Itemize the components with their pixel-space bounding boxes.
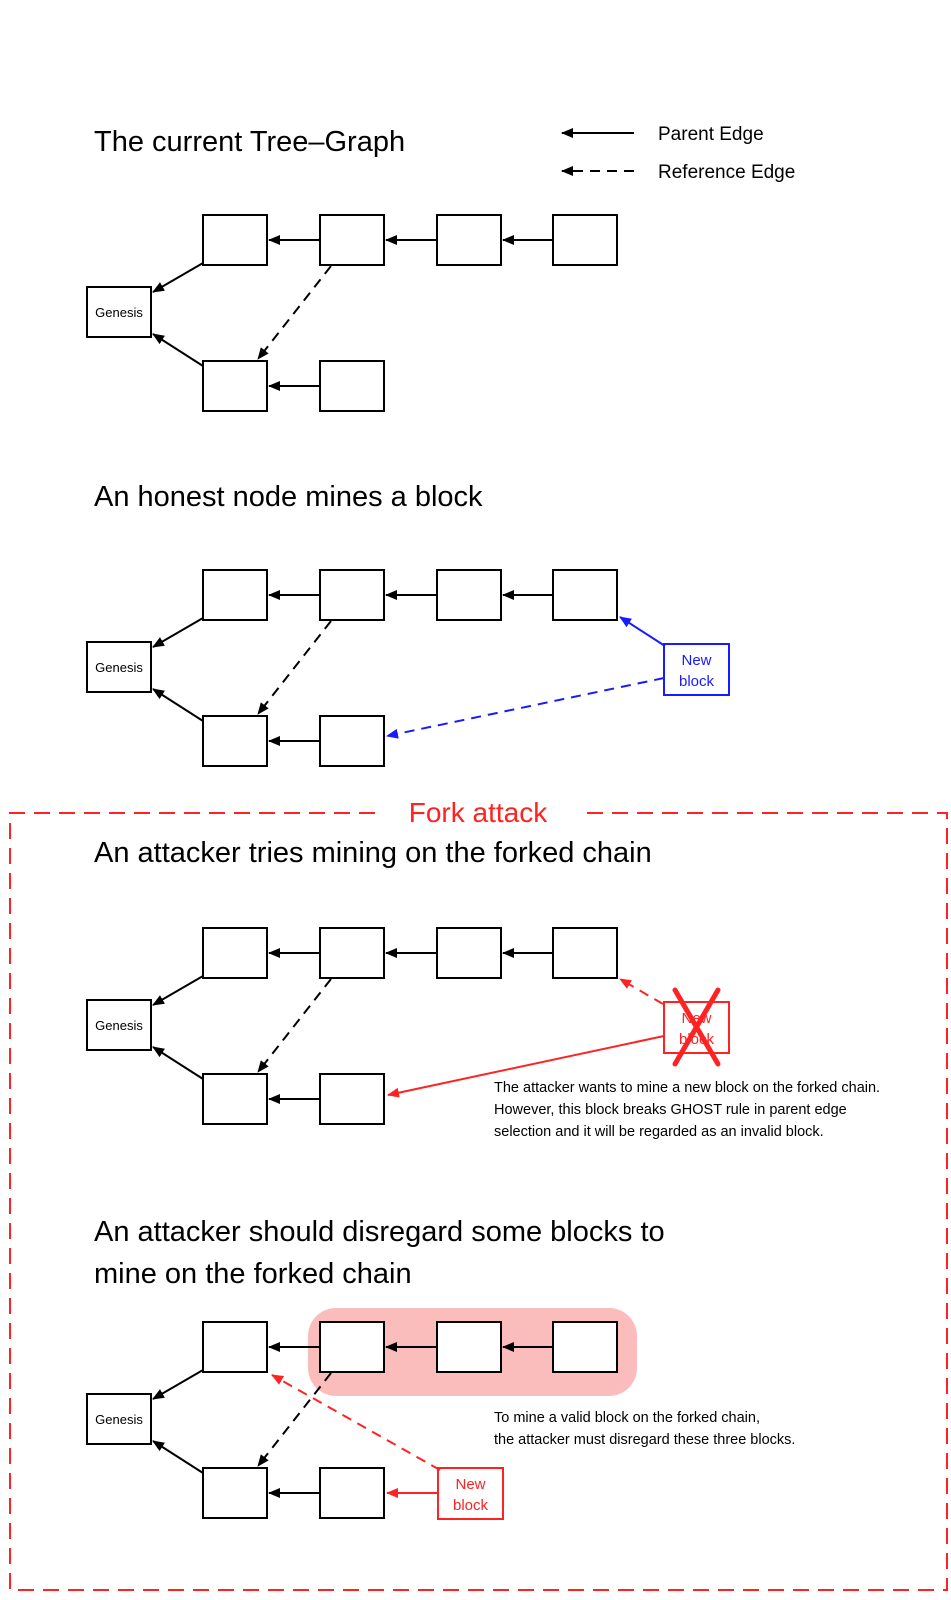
genesis-block xyxy=(86,641,152,693)
block xyxy=(436,1321,502,1373)
new-block-label-line2: block xyxy=(453,1497,489,1514)
parent-edge xyxy=(152,975,204,1006)
attacker-new-block xyxy=(437,1467,504,1520)
section-current-tree-graph: The current Tree–Graph Genesis xyxy=(86,126,618,412)
fork-attack-frame: Fork attack xyxy=(9,797,948,1591)
cross-icon xyxy=(672,987,721,1067)
section-title: The current Tree–Graph xyxy=(94,126,405,158)
block xyxy=(319,569,385,621)
reference-edge xyxy=(257,1372,332,1467)
note-line: the attacker must disregard these three … xyxy=(494,1432,795,1448)
genesis-label: Genesis xyxy=(95,1412,143,1427)
block xyxy=(202,715,268,767)
section-title-line1: An attacker should disregard some blocks… xyxy=(94,1216,665,1248)
block xyxy=(319,1073,385,1125)
parent-edge xyxy=(152,617,204,648)
section-attacker-disregards: An attacker should disregard some blocks… xyxy=(86,1216,795,1520)
reference-edge xyxy=(257,265,332,360)
attacker-reference-edge xyxy=(619,978,664,1005)
block xyxy=(202,214,268,266)
attacker-parent-edge xyxy=(387,1035,665,1098)
parent-edge xyxy=(152,333,204,367)
new-block-label-line2: block xyxy=(679,673,715,690)
block xyxy=(202,1467,268,1519)
reference-edge-legend-label: Reference Edge xyxy=(658,162,795,183)
honest-reference-edge xyxy=(386,677,665,739)
block xyxy=(436,569,502,621)
block xyxy=(202,927,268,979)
genesis-label: Genesis xyxy=(95,1018,143,1033)
block xyxy=(552,927,618,979)
graph: Genesis New block To mine a valid block … xyxy=(86,1308,795,1520)
graph: Genesis xyxy=(86,214,618,412)
block xyxy=(202,360,268,412)
block xyxy=(319,927,385,979)
parent-edge xyxy=(152,262,204,293)
new-block-label-line1: New xyxy=(681,652,711,669)
reference-edge xyxy=(257,620,332,715)
fork-attack-border xyxy=(9,812,948,1591)
section-honest-node: An honest node mines a block Genesis New… xyxy=(86,481,730,767)
new-block-label-line1: New xyxy=(455,1476,485,1493)
block xyxy=(552,569,618,621)
block xyxy=(319,360,385,412)
parent-edge xyxy=(152,1369,204,1400)
block xyxy=(202,1321,268,1373)
note-line: To mine a valid block on the forked chai… xyxy=(494,1410,760,1426)
genesis-label: Genesis xyxy=(95,660,143,675)
genesis-block xyxy=(86,286,152,338)
note-line: The attacker wants to mine a new block o… xyxy=(494,1080,880,1096)
disregard-note: To mine a valid block on the forked chai… xyxy=(494,1410,795,1448)
genesis-block xyxy=(86,1393,152,1445)
block xyxy=(552,214,618,266)
honest-new-block xyxy=(663,643,730,696)
note-line: selection and it will be regarded as an … xyxy=(494,1124,824,1140)
note-line: However, this block breaks GHOST rule in… xyxy=(494,1102,847,1118)
block xyxy=(202,569,268,621)
block xyxy=(436,214,502,266)
block xyxy=(319,715,385,767)
graph: Genesis New block xyxy=(86,569,730,767)
section-title: An attacker tries mining on the forked c… xyxy=(94,837,652,869)
section-title-line2: mine on the forked chain xyxy=(94,1258,412,1290)
attacker-note: The attacker wants to mine a new block o… xyxy=(494,1080,880,1140)
block xyxy=(552,1321,618,1373)
graph: Genesis New block The xyxy=(86,927,880,1140)
block xyxy=(202,1073,268,1125)
parent-edge xyxy=(152,1440,204,1474)
legend: Parent Edge Reference Edge xyxy=(561,124,795,183)
parent-edge xyxy=(152,1046,204,1080)
reference-edge xyxy=(257,978,332,1073)
block xyxy=(436,927,502,979)
genesis-block xyxy=(86,999,152,1051)
section-title: An honest node mines a block xyxy=(94,481,483,513)
genesis-label: Genesis xyxy=(95,305,143,320)
block xyxy=(319,214,385,266)
block xyxy=(319,1321,385,1373)
honest-parent-edge xyxy=(619,616,666,647)
block xyxy=(319,1467,385,1519)
section-attacker-tries: An attacker tries mining on the forked c… xyxy=(86,837,880,1140)
parent-edge-legend-label: Parent Edge xyxy=(658,124,764,145)
parent-edge xyxy=(152,688,204,722)
fork-attack-label: Fork attack xyxy=(409,797,548,828)
attacker-reference-edge xyxy=(271,1374,441,1471)
